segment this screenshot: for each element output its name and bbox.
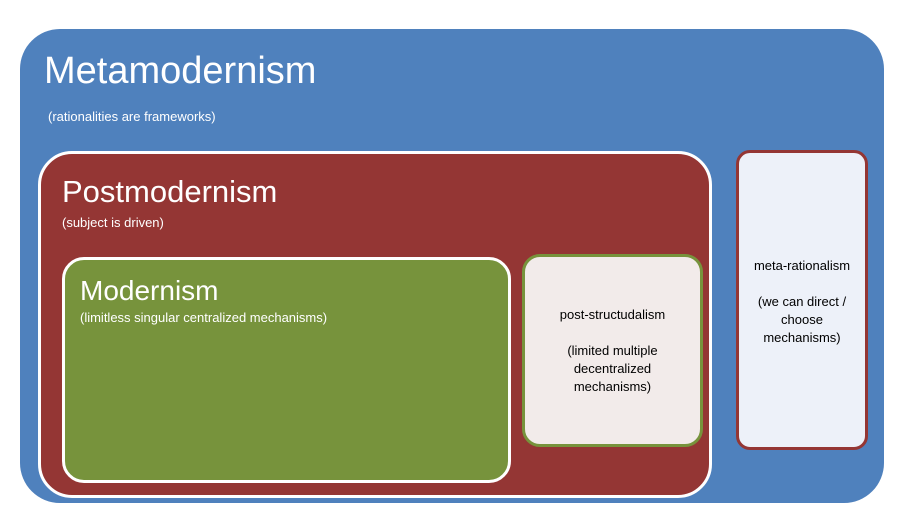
post-structuralism-line: (limited multiple <box>567 342 658 358</box>
modernism-subtitle: (limitless singular centralized mechanis… <box>80 310 328 325</box>
post-structuralism-title: post-structudalism <box>559 306 666 322</box>
modernism-title: Modernism <box>80 275 219 306</box>
metamodernism-subtitle: (rationalities are frameworks) <box>48 109 216 124</box>
meta-rationalism-text: meta-rationalism (we can direct / choose… <box>754 153 850 447</box>
meta-rationalism-line: choose <box>781 312 823 327</box>
meta-rationalism-box: meta-rationalism (we can direct / choose… <box>736 150 868 450</box>
metamodernism-title: Metamodernism <box>44 50 317 92</box>
post-structuralism-box: post-structudalism (limited multiple dec… <box>522 254 703 447</box>
post-structuralism-line: mechanisms) <box>573 378 652 394</box>
modernism-box <box>62 257 511 483</box>
meta-rationalism-line: mechanisms) <box>763 330 841 345</box>
meta-rationalism-line: (we can direct / <box>757 294 847 309</box>
postmodernism-subtitle: (subject is driven) <box>62 215 164 230</box>
post-structuralism-text: post-structudalism (limited multiple dec… <box>560 306 665 396</box>
post-structuralism-line: decentralized <box>573 360 652 376</box>
meta-rationalism-title: meta-rationalism <box>753 258 851 273</box>
postmodernism-title: Postmodernism <box>62 174 278 209</box>
